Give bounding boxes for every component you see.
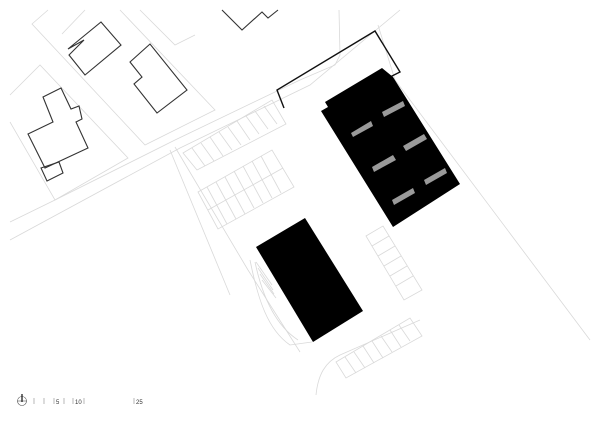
existing-house-5 <box>221 9 279 31</box>
scale-label-5: 5 <box>56 400 60 406</box>
existing-house-4 <box>40 161 64 182</box>
existing-house-2 <box>129 43 188 114</box>
skylight <box>372 155 396 172</box>
scale-label-25: 25 <box>136 400 143 406</box>
skylight <box>392 188 415 205</box>
scale-bar: 5 10 25 <box>17 394 143 406</box>
skylight <box>382 101 405 117</box>
scale-label-10: 10 <box>75 400 82 406</box>
existing-house-1 <box>67 21 122 76</box>
skylight <box>351 121 373 137</box>
site-boundary <box>276 30 401 109</box>
parking-south-row <box>335 317 423 379</box>
ramp-hatch <box>255 261 277 299</box>
proposed-building-north <box>321 68 460 227</box>
skylight <box>403 134 427 151</box>
parking-top-row <box>182 99 287 171</box>
existing-house-3 <box>27 87 89 169</box>
parking-middle-block <box>197 149 295 230</box>
parking-east-row <box>365 225 423 301</box>
existing-houses <box>27 9 279 182</box>
skylight <box>424 168 447 185</box>
context-lines <box>9 9 591 396</box>
proposed-building-south <box>256 218 363 342</box>
